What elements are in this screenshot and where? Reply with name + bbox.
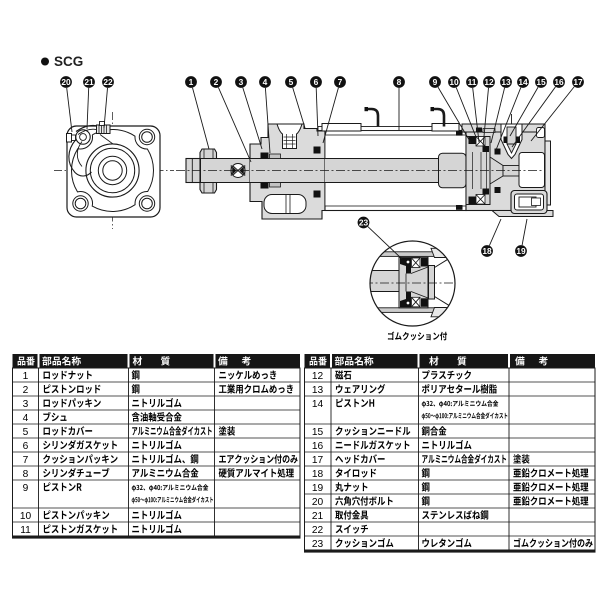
svg-text:22: 22 — [103, 77, 113, 87]
svg-text:15: 15 — [312, 427, 324, 438]
svg-text:12: 12 — [312, 371, 324, 382]
svg-text:13: 13 — [312, 385, 324, 396]
svg-text:4: 4 — [23, 413, 29, 424]
svg-text:11: 11 — [20, 525, 31, 536]
svg-text:21: 21 — [312, 511, 324, 522]
svg-text:20: 20 — [312, 497, 324, 508]
svg-text:17: 17 — [312, 455, 324, 466]
svg-text:2: 2 — [214, 77, 219, 87]
svg-text:16: 16 — [312, 441, 324, 452]
svg-text:5: 5 — [289, 77, 294, 87]
svg-text:9: 9 — [23, 483, 29, 494]
svg-text:14: 14 — [312, 399, 324, 410]
svg-text:12: 12 — [484, 77, 494, 87]
svg-text:10: 10 — [449, 77, 459, 87]
svg-text:23: 23 — [359, 218, 369, 228]
svg-text:1: 1 — [23, 371, 29, 382]
svg-text:17: 17 — [573, 77, 583, 87]
svg-text:22: 22 — [312, 525, 324, 536]
svg-text:5: 5 — [23, 427, 29, 438]
svg-text:4: 4 — [263, 77, 268, 87]
svg-text:7: 7 — [23, 455, 29, 466]
svg-text:18: 18 — [312, 469, 324, 480]
svg-text:14: 14 — [518, 77, 528, 87]
svg-text:11: 11 — [468, 77, 477, 87]
svg-text:3: 3 — [23, 399, 29, 410]
svg-text:3: 3 — [239, 77, 244, 87]
svg-text:19: 19 — [312, 483, 324, 494]
svg-text:8: 8 — [23, 469, 29, 480]
svg-text:SCG: SCG — [54, 54, 83, 69]
svg-text:1: 1 — [189, 77, 194, 87]
svg-text:18: 18 — [482, 246, 492, 256]
svg-text:6: 6 — [23, 441, 29, 452]
svg-text:16: 16 — [554, 77, 564, 87]
svg-text:13: 13 — [501, 77, 511, 87]
svg-text:15: 15 — [536, 77, 546, 87]
svg-text:8: 8 — [397, 77, 402, 87]
svg-text:10: 10 — [20, 511, 32, 522]
svg-text:19: 19 — [516, 246, 526, 256]
svg-text:21: 21 — [84, 77, 94, 87]
svg-text:6: 6 — [314, 77, 319, 87]
svg-text:2: 2 — [23, 385, 29, 396]
svg-text:23: 23 — [312, 539, 324, 550]
svg-text:9: 9 — [433, 77, 438, 87]
svg-text:7: 7 — [338, 77, 343, 87]
svg-text:20: 20 — [61, 77, 71, 87]
